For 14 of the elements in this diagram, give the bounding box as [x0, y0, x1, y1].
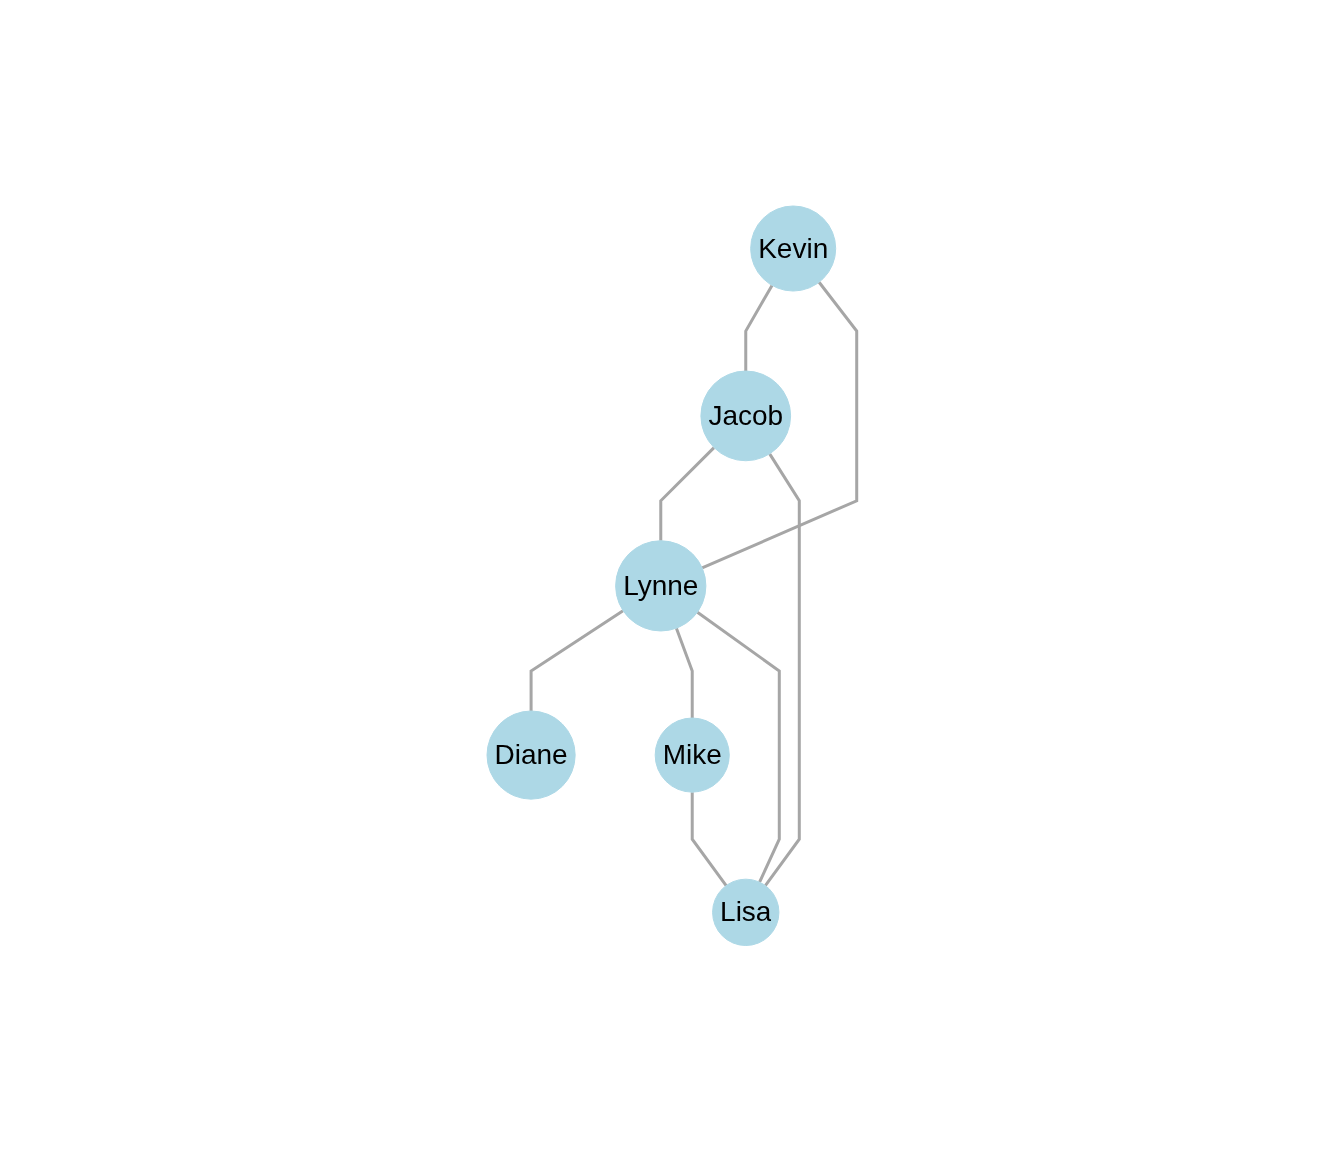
node-circle: Jacob: [700, 370, 792, 462]
connector: [701, 281, 859, 570]
node-circle: Lisa: [712, 878, 780, 947]
connector: [529, 609, 624, 712]
connector: [696, 611, 781, 884]
node-circle: Diane: [486, 710, 576, 800]
node-circle: Lynne: [615, 540, 707, 632]
connector: [690, 792, 728, 887]
node-circle: Kevin: [750, 205, 837, 292]
connector: [744, 284, 774, 372]
node-circle: Mike: [654, 717, 730, 793]
connector: [659, 446, 716, 541]
connector: [764, 453, 801, 887]
connector: [675, 627, 694, 719]
